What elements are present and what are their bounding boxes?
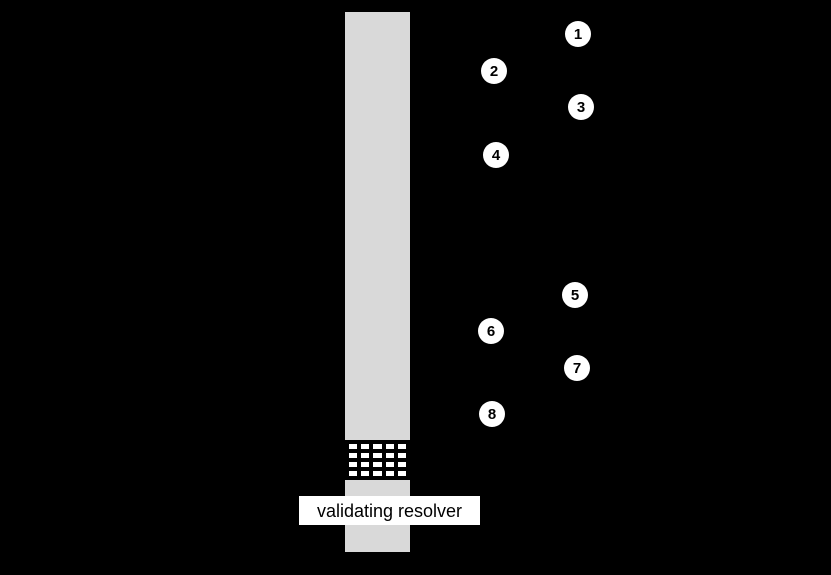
grid-cell [373,471,382,476]
hatched-grid-section [345,440,410,480]
grid-cell [385,471,394,476]
step-number: 7 [572,359,582,377]
step-number: 5 [570,286,580,304]
step-number: 8 [487,405,497,423]
step-number: 1 [573,25,583,43]
grid-cell [361,444,370,449]
step-marker-8: 8 [479,401,505,427]
step-marker-4: 4 [483,142,509,168]
validating-resolver-label-text: validating resolver [316,500,463,521]
step-number: 4 [491,146,501,164]
step-marker-3: 3 [568,94,594,120]
step-marker-5: 5 [562,282,588,308]
grid-cell [385,453,394,458]
grid-cell [349,444,358,449]
grid-cell [361,462,370,467]
validating-resolver-label: validating resolver [299,496,480,525]
grid-cell [385,462,394,467]
step-marker-2: 2 [481,58,507,84]
grid-cell [373,453,382,458]
grid-cell [349,462,358,467]
grid-cell [373,462,382,467]
step-marker-7: 7 [564,355,590,381]
step-number: 3 [576,98,586,116]
grid-cell [397,444,406,449]
grid-cell [397,453,406,458]
grid-cell [349,471,358,476]
step-marker-1: 1 [565,21,591,47]
step-number: 6 [486,322,496,340]
grid-cell [397,462,406,467]
step-number: 2 [489,62,499,80]
grid-cell [397,471,406,476]
grid-cell [385,444,394,449]
grid-cell [373,444,382,449]
grid-cell [349,453,358,458]
step-marker-6: 6 [478,318,504,344]
grid-cell [361,453,370,458]
grid-cell [361,471,370,476]
